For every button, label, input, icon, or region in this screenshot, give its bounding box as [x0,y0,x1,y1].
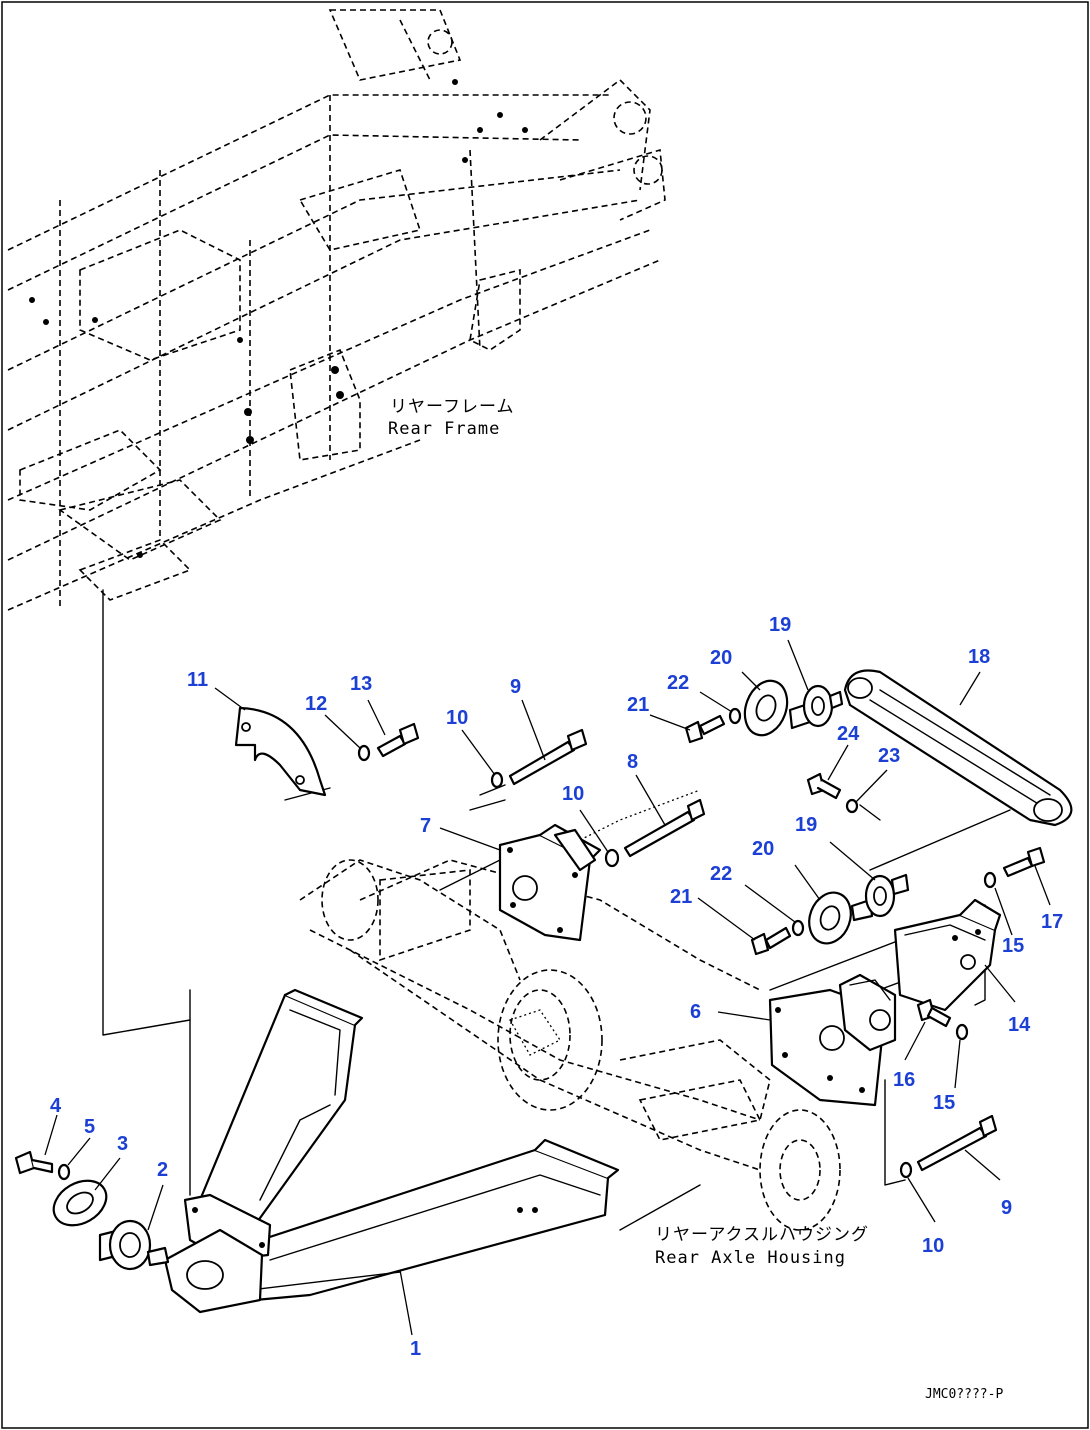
callouts: 1 2 3 4 5 6 7 8 9 9 10 10 10 11 12 13 14… [50,614,1063,1360]
leader-lines [44,639,1051,1336]
axle-support-bracket [163,988,620,1314]
callout-17: 17 [1041,911,1063,933]
rear-frame-label-jp: リヤーフレーム [390,397,514,417]
callout-22-lower: 22 [710,863,732,885]
rear-frame-label-en: Rear Frame [388,419,500,439]
long-bolt-8 [623,798,706,858]
ring-plate-left [52,1179,108,1227]
washer-15-lower [955,1023,969,1041]
washer-12 [357,744,371,762]
rear-axle-housing [299,859,841,1231]
callout-22-upper: 22 [667,672,689,694]
callout-6: 6 [690,1001,701,1023]
callout-10-a: 10 [446,707,468,729]
callout-2: 2 [157,1159,168,1181]
bolt-4 [14,1150,54,1175]
bolt-17 [1002,846,1046,878]
long-bolt-9-lower [916,1114,998,1172]
rear-axle-label-jp: リヤーアクスルハウジング [655,1225,869,1245]
bolt-21-upper [684,714,726,744]
callout-9-upper: 9 [510,676,521,698]
callout-13: 13 [350,673,372,695]
callout-5: 5 [84,1116,95,1138]
washer-15-upper [983,871,997,889]
callout-21-upper: 21 [627,694,649,716]
cover-plate [234,706,327,797]
bracket-6 [768,973,897,1107]
bushing-left [98,1219,170,1271]
bolt-21-lower [750,926,792,956]
callout-21-lower: 21 [670,886,692,908]
callout-20-lower: 20 [752,838,774,860]
callout-19-lower: 19 [795,814,817,836]
callout-3: 3 [117,1133,128,1155]
ring-20-upper [743,679,789,737]
long-bolt-9-upper [508,728,588,786]
nut-10-upper [490,771,504,789]
ring-20-lower [808,891,852,945]
rear-frame [7,9,666,611]
callout-10-b: 10 [562,783,584,805]
callout-1: 1 [410,1338,421,1360]
callout-15-lower: 15 [933,1092,955,1114]
callout-20-upper: 20 [710,647,732,669]
callout-16: 16 [893,1069,915,1091]
callout-23: 23 [878,745,900,767]
nut-10-mid [604,848,620,868]
washer-22-lower [791,919,805,937]
callout-10-c: 10 [922,1235,944,1257]
bracket-14 [893,898,1002,1012]
callout-15-upper: 15 [1002,935,1024,957]
rear-axle-label-en: Rear Axle Housing [655,1248,846,1268]
bolt-24 [806,772,842,800]
drawing-code: JMC0????-P [925,1387,1003,1402]
link-rod [843,669,1073,827]
callout-14: 14 [1008,1014,1031,1036]
nut-10-lower [899,1161,913,1179]
callout-11: 11 [187,669,208,691]
washer-5 [57,1163,71,1181]
callout-7: 7 [420,815,431,837]
bushing-19-upper [788,684,844,730]
callout-4: 4 [50,1095,62,1117]
callout-18: 18 [968,646,990,668]
bolt-16 [916,998,952,1028]
washer-22-upper [728,707,742,725]
bushing-19-lower [850,873,910,922]
callout-8: 8 [627,751,638,773]
callout-24: 24 [837,723,860,745]
callout-12: 12 [305,693,327,715]
bolt-13 [376,722,420,758]
callout-19-upper: 19 [769,614,791,636]
callout-9-lower: 9 [1001,1197,1012,1219]
washer-23 [845,798,859,814]
bracket-7 [498,823,602,942]
